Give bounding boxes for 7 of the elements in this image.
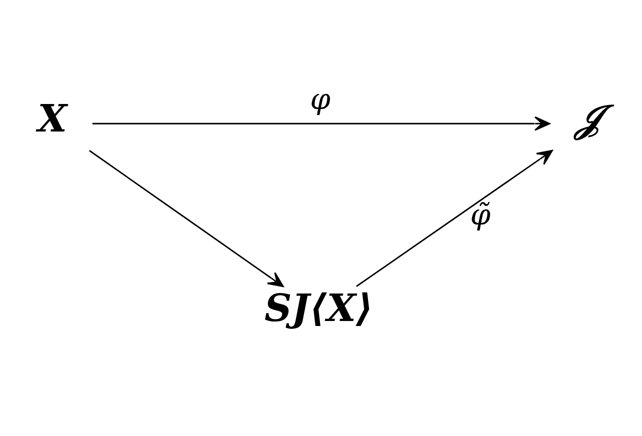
arrow xyxy=(92,116,550,130)
edge-label: φ xyxy=(310,82,330,116)
edge-label: φ̃ xyxy=(470,196,491,231)
arrow xyxy=(89,150,284,287)
node-text: X xyxy=(38,96,67,140)
arrow xyxy=(356,149,553,286)
node-text: SJ⟨X⟩ xyxy=(264,286,374,330)
